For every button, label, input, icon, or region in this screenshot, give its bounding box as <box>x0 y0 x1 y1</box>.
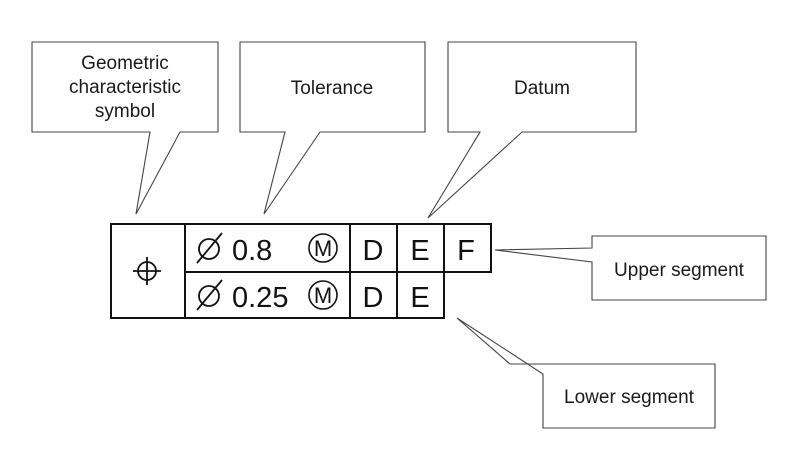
upper-tolerance-value: 0.8 <box>232 235 272 267</box>
callout-lower-segment-label: Lower segment <box>564 387 695 408</box>
lower-diameter-icon <box>196 279 223 311</box>
callout-tolerance-label: Tolerance <box>291 78 373 99</box>
callout-geometric-symbol-line-1: Geometric <box>81 53 169 74</box>
lower-tolerance-value: 0.25 <box>232 282 288 314</box>
callout-datum-label: Datum <box>514 78 570 99</box>
callout-tolerance: Tolerance <box>239 41 426 215</box>
feature-control-frame: 0.8 M D E F 0.25 M D E <box>110 223 492 319</box>
upper-datum-e: E <box>410 235 429 267</box>
callout-datum-shape <box>427 41 637 219</box>
lower-row: 0.25 M D E <box>196 279 430 314</box>
callout-geometric-symbol-line-3: symbol <box>95 101 155 122</box>
callout-lower-segment-shape <box>456 317 716 429</box>
callout-datum: Datum <box>427 41 637 219</box>
position-icon <box>133 257 161 285</box>
callout-geometric-symbol-line-2: characteristic <box>69 77 181 98</box>
upper-row: 0.8 M D E F <box>196 232 475 267</box>
callout-geometric-symbol: Geometric characteristic symbol <box>31 41 219 215</box>
upper-modifier-letter: M <box>314 236 332 261</box>
lower-datum-e: E <box>410 282 429 314</box>
callout-upper-segment-shape <box>494 235 767 301</box>
upper-modifier: M <box>308 233 338 263</box>
lower-modifier: M <box>308 280 338 310</box>
callout-upper-segment-label: Upper segment <box>614 260 745 281</box>
upper-datum-f: F <box>457 235 475 267</box>
callout-lower-segment: Lower segment <box>456 317 716 429</box>
callout-tolerance-shape <box>239 41 426 215</box>
lower-modifier-letter: M <box>314 283 332 308</box>
callout-geometric-symbol-shape <box>31 41 219 215</box>
upper-datum-d: D <box>363 235 384 267</box>
upper-diameter-icon <box>196 232 223 264</box>
callout-upper-segment: Upper segment <box>494 235 767 301</box>
lower-datum-d: D <box>363 282 384 314</box>
